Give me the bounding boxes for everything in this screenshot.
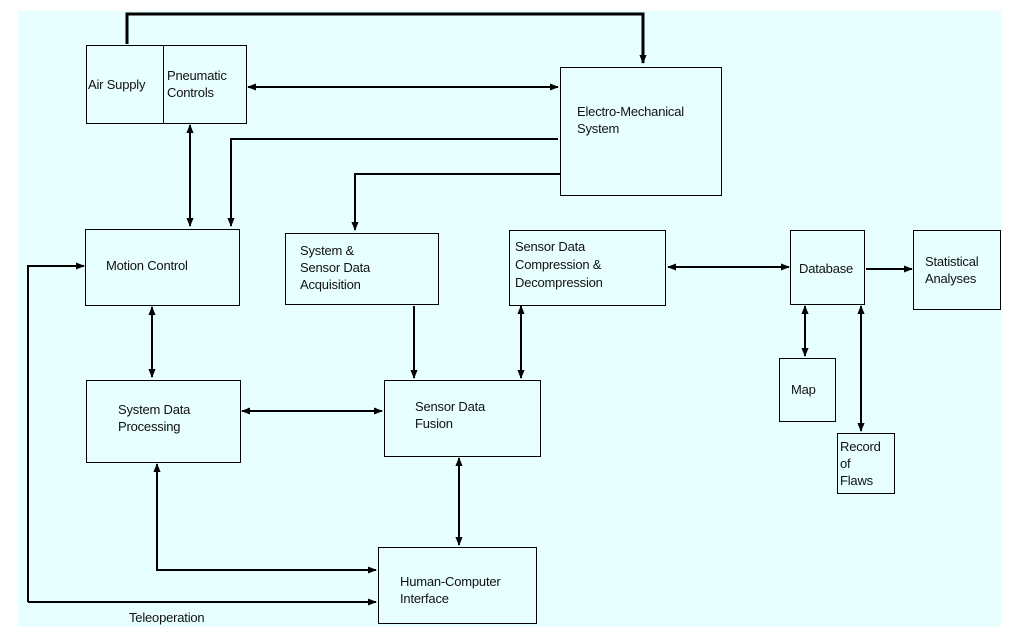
system-sensor-acquisition-label-1: System & [300, 243, 355, 258]
air-supply-block [86, 45, 247, 124]
wire-electro-to-motion [227, 138, 558, 227]
air-supply-label: Air Supply [88, 77, 146, 92]
electro-mechanical-label-2: System [577, 121, 620, 136]
database-label: Database [799, 261, 854, 276]
map-block [779, 358, 836, 422]
record-of-flaws-label-1: Record [840, 439, 881, 454]
hci-label-1: Human-Computer [400, 574, 501, 589]
system-data-processing-label-2: Processing [118, 419, 181, 434]
wire-sysproc-hci [153, 463, 377, 574]
sensor-data-fusion-label-2: Fusion [415, 416, 453, 431]
system-sensor-acquisition-label-3: Acquisition [300, 277, 361, 292]
sensor-compression-label-2: Compression & [515, 257, 602, 272]
statistical-analyses-label-1: Statistical [925, 254, 979, 269]
wire-air-to-electro [125, 12, 647, 64]
hci-label-2: Interface [400, 591, 449, 606]
system-data-processing-label-1: System Data [118, 402, 191, 417]
motion-control-block [85, 229, 240, 306]
record-of-flaws-label-3: Flaws [840, 473, 873, 488]
wire-electro-to-acq [351, 173, 560, 231]
sensor-data-fusion-label-1: Sensor Data [415, 399, 486, 414]
teleoperation-label: Teleoperation [129, 610, 205, 625]
electro-mechanical-label-1: Electro-Mechanical [577, 104, 684, 119]
sensor-compression-label-1: Sensor Data [515, 239, 586, 254]
sensor-compression-block [509, 230, 666, 306]
system-sensor-acquisition-block [285, 233, 439, 305]
system-sensor-acquisition-label-2: Sensor Data [300, 260, 371, 275]
electro-mechanical-block [560, 67, 722, 196]
pneumatic-controls-label-1: Pneumatic [167, 68, 227, 83]
record-of-flaws-label-2: of [840, 456, 851, 471]
motion-control-label: Motion Control [106, 258, 188, 273]
system-data-processing-block [86, 380, 241, 463]
pneumatic-controls-label-2: Controls [167, 85, 214, 100]
sensor-compression-label-3: Decompression [515, 275, 603, 290]
sensor-data-fusion-block [384, 380, 541, 457]
pneumatic-divider [163, 45, 164, 124]
wire-teleop-to-motion [27, 262, 85, 602]
database-block [790, 230, 865, 305]
statistical-analyses-block [913, 230, 1001, 310]
statistical-analyses-label-2: Analyses [925, 271, 977, 286]
map-label: Map [791, 382, 816, 397]
record-of-flaws-block [837, 433, 895, 494]
hci-block [378, 547, 537, 624]
